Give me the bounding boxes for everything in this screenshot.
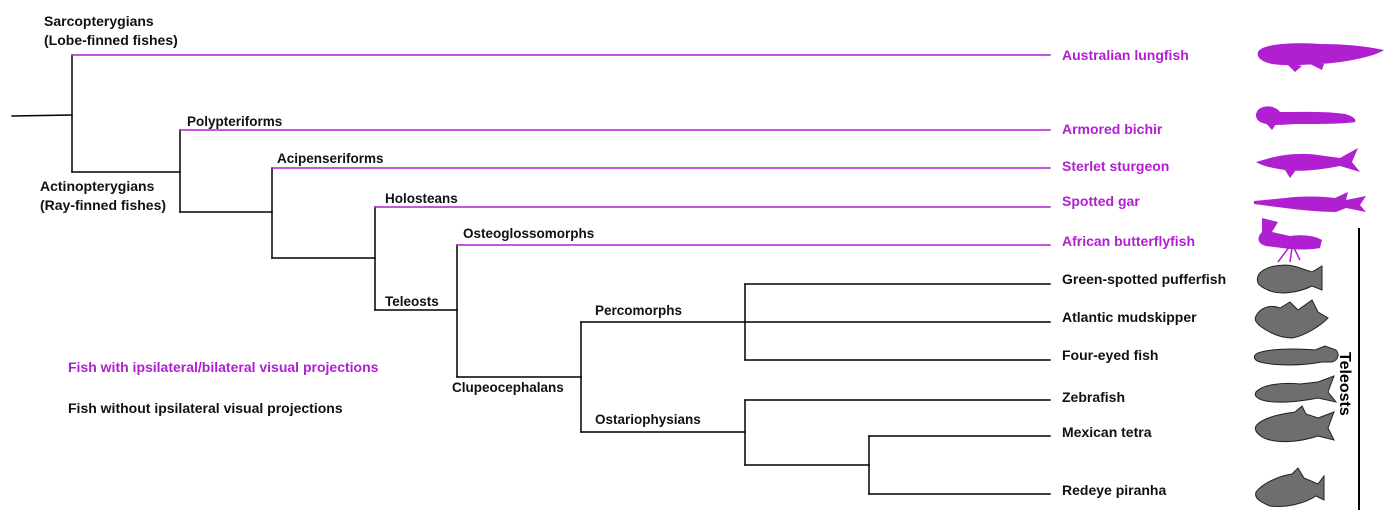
- clade-label-percomorphs: Percomorphs: [595, 302, 682, 320]
- clade-label-ostariophysians: Ostariophysians: [595, 411, 701, 429]
- clade-label-sarcopterygians-sub: (Lobe-finned fishes): [44, 31, 178, 49]
- tetra-icon: [1255, 406, 1334, 442]
- butterflyfish-icon: [1259, 218, 1322, 262]
- clade-label-osteoglossomorphs: Osteoglossomorphs: [463, 225, 594, 243]
- species-label-zebrafish: Zebrafish: [1062, 388, 1125, 406]
- species-label-sterlet-sturgeon: Sterlet sturgeon: [1062, 157, 1169, 175]
- species-label-redeye-piranha: Redeye piranha: [1062, 481, 1166, 499]
- gar-icon: [1254, 192, 1366, 212]
- species-label-african-butterflyfish: African butterflyfish: [1062, 232, 1195, 250]
- piranha-icon: [1256, 468, 1324, 507]
- species-label-green-spotted-pufferfish: Green-spotted pufferfish: [1062, 270, 1226, 288]
- root-branch: [12, 115, 72, 116]
- clade-label-polypteriforms: Polypteriforms: [187, 113, 282, 131]
- species-label-australian-lungfish: Australian lungfish: [1062, 46, 1189, 64]
- pufferfish-icon: [1257, 265, 1322, 293]
- species-label-spotted-gar: Spotted gar: [1062, 192, 1140, 210]
- clade-label-clupeocephalans: Clupeocephalans: [452, 379, 564, 397]
- clade-label-acipenseriforms: Acipenseriforms: [277, 150, 384, 168]
- species-label-armored-bichir: Armored bichir: [1062, 120, 1162, 138]
- species-label-mexican-tetra: Mexican tetra: [1062, 423, 1151, 441]
- clade-label-actinopterygians-sub: (Ray-finned fishes): [40, 196, 166, 214]
- bichir-icon: [1256, 106, 1355, 130]
- clade-label-teleosts: Teleosts: [385, 293, 439, 311]
- species-label-four-eyed-fish: Four-eyed fish: [1062, 346, 1158, 364]
- four-eyed-fish-icon: [1254, 346, 1338, 365]
- clade-label-sarcopterygians: Sarcopterygians: [44, 12, 154, 30]
- zebrafish-icon: [1255, 376, 1336, 402]
- teleosts-bracket: [1358, 228, 1360, 510]
- clade-label-holosteans: Holosteans: [385, 190, 458, 208]
- legend-without-projections: Fish without ipsilateral visual projecti…: [68, 400, 343, 416]
- species-label-atlantic-mudskipper: Atlantic mudskipper: [1062, 308, 1197, 326]
- legend-with-projections: Fish with ipsilateral/bilateral visual p…: [68, 359, 378, 375]
- sturgeon-icon: [1256, 148, 1360, 178]
- teleosts-bracket-label: Teleosts: [1335, 352, 1353, 416]
- mudskipper-icon: [1255, 300, 1328, 338]
- clade-label-actinopterygians: Actinopterygians: [40, 177, 154, 195]
- lungfish-icon: [1258, 43, 1384, 72]
